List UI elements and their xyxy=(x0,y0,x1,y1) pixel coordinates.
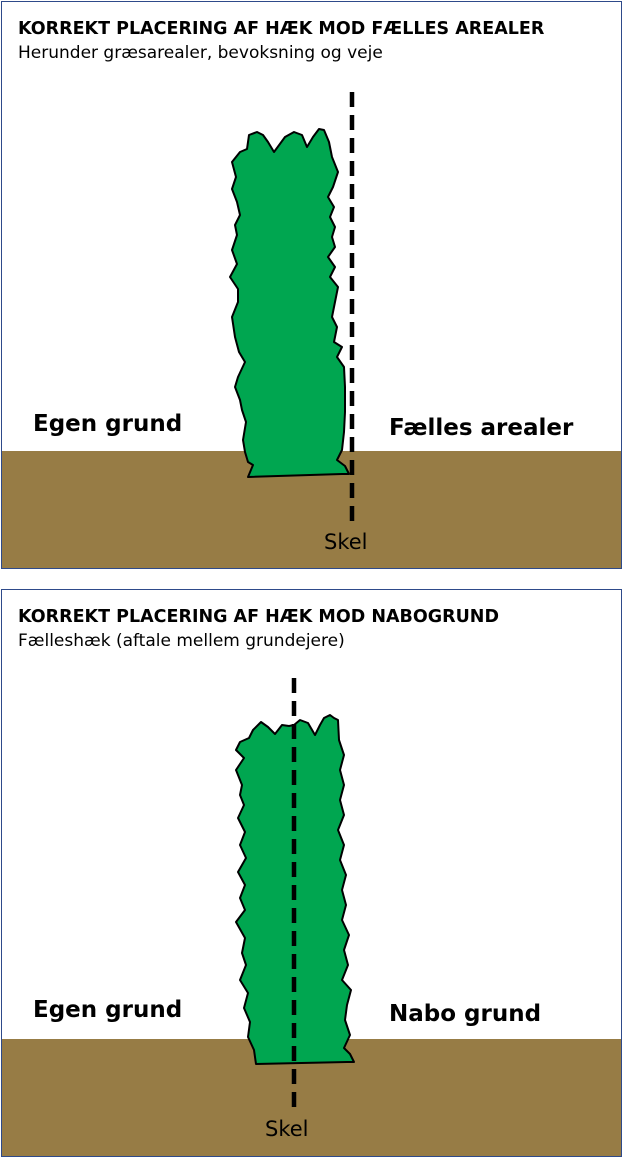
panel-subtitle: Herunder græsarealer, bevoksning og veje xyxy=(18,43,383,63)
hedge-scene xyxy=(235,678,355,1108)
panel-subtitle: Fælleshæk (aftale mellem grundejere) xyxy=(18,631,345,651)
boundary-label: Skel xyxy=(324,530,368,554)
own-property-label: Egen grund xyxy=(33,997,183,1023)
hedge-scene xyxy=(229,92,355,522)
boundary-label: Skel xyxy=(265,1117,309,1141)
hedge-icon xyxy=(229,128,350,478)
neighbor-property-label: Nabo grund xyxy=(389,1001,542,1027)
panel-title: KORREKT PLACERING AF HÆK MOD NABOGRUND xyxy=(18,607,499,627)
panel-title: KORREKT PLACERING AF HÆK MOD FÆLLES AREA… xyxy=(18,19,545,39)
common-areas-label: Fælles arealer xyxy=(389,415,574,441)
own-property-label: Egen grund xyxy=(33,411,183,437)
diagram-panel-neighbor-property: KORREKT PLACERING AF HÆK MOD NABOGRUND F… xyxy=(1,589,622,1157)
diagram-panel-common-areas: KORREKT PLACERING AF HÆK MOD FÆLLES AREA… xyxy=(1,1,622,569)
